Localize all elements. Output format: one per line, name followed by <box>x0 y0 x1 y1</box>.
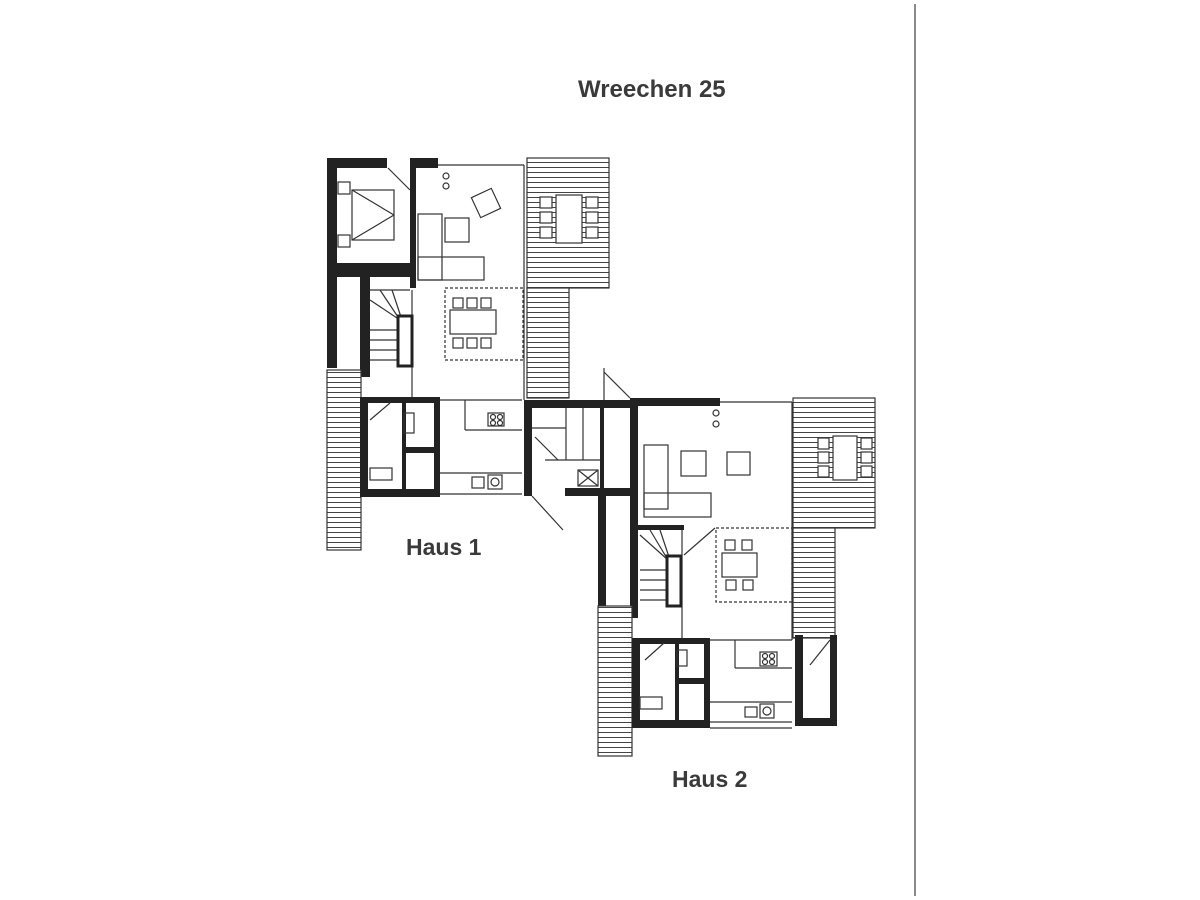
page-edge-line <box>914 4 916 896</box>
haus-2-plan <box>597 397 876 757</box>
haus-1-plan <box>326 157 635 551</box>
page-title: Wreechen 25 <box>578 76 726 103</box>
haus-2-label: Haus 2 <box>672 766 748 792</box>
haus-1-label: Haus 1 <box>406 534 482 560</box>
